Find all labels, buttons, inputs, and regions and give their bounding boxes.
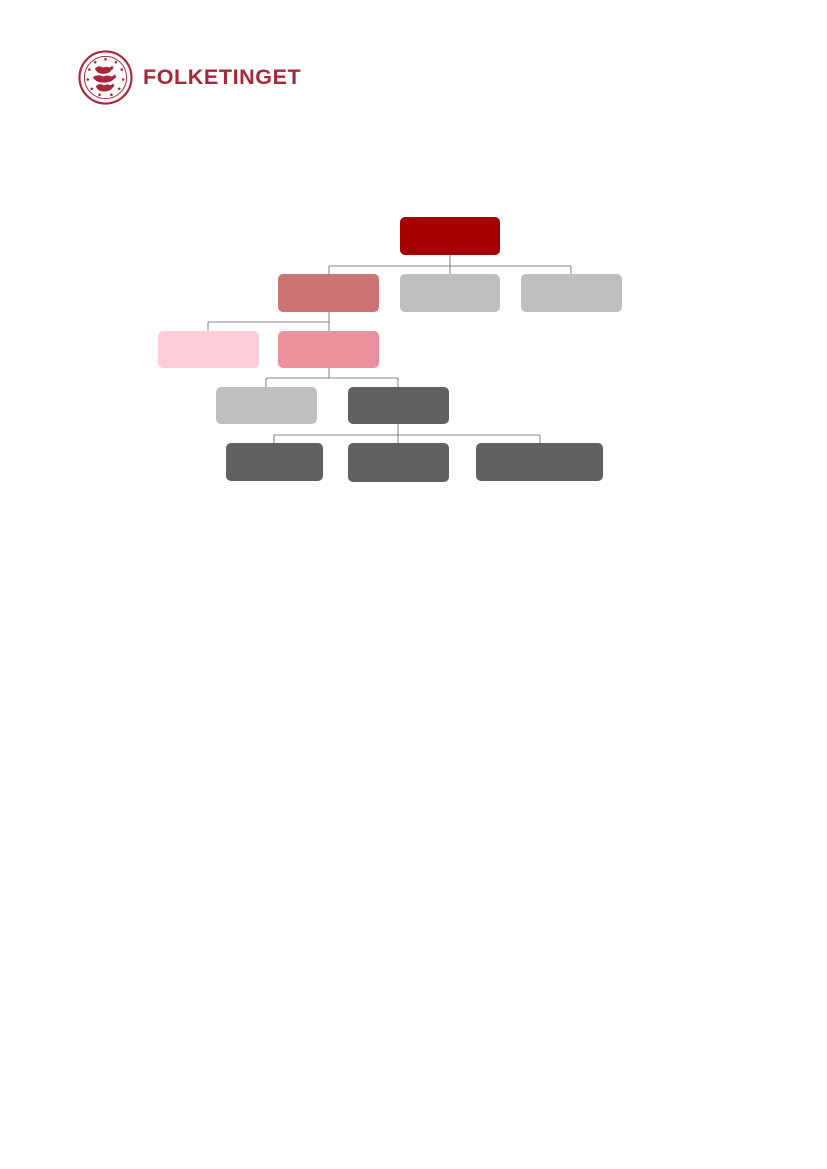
- org-node-level4-right: [476, 443, 603, 481]
- org-node-top: [400, 217, 500, 255]
- org-node-level3-left: [216, 387, 317, 424]
- org-node-level4-mid: [348, 443, 449, 482]
- org-node-level2-left: [158, 331, 259, 368]
- org-node-level3-right: [348, 387, 449, 424]
- org-node-level1-right: [521, 274, 622, 312]
- org-node-level2-right: [278, 331, 379, 368]
- org-node-level4-left: [226, 443, 323, 481]
- folketinget-logo: FOLKETINGET: [78, 50, 301, 105]
- org-node-level1-left: [278, 274, 379, 312]
- org-node-level1-mid: [400, 274, 500, 312]
- danish-lions-seal-icon: [78, 50, 133, 105]
- logo-text: FOLKETINGET: [143, 64, 302, 89]
